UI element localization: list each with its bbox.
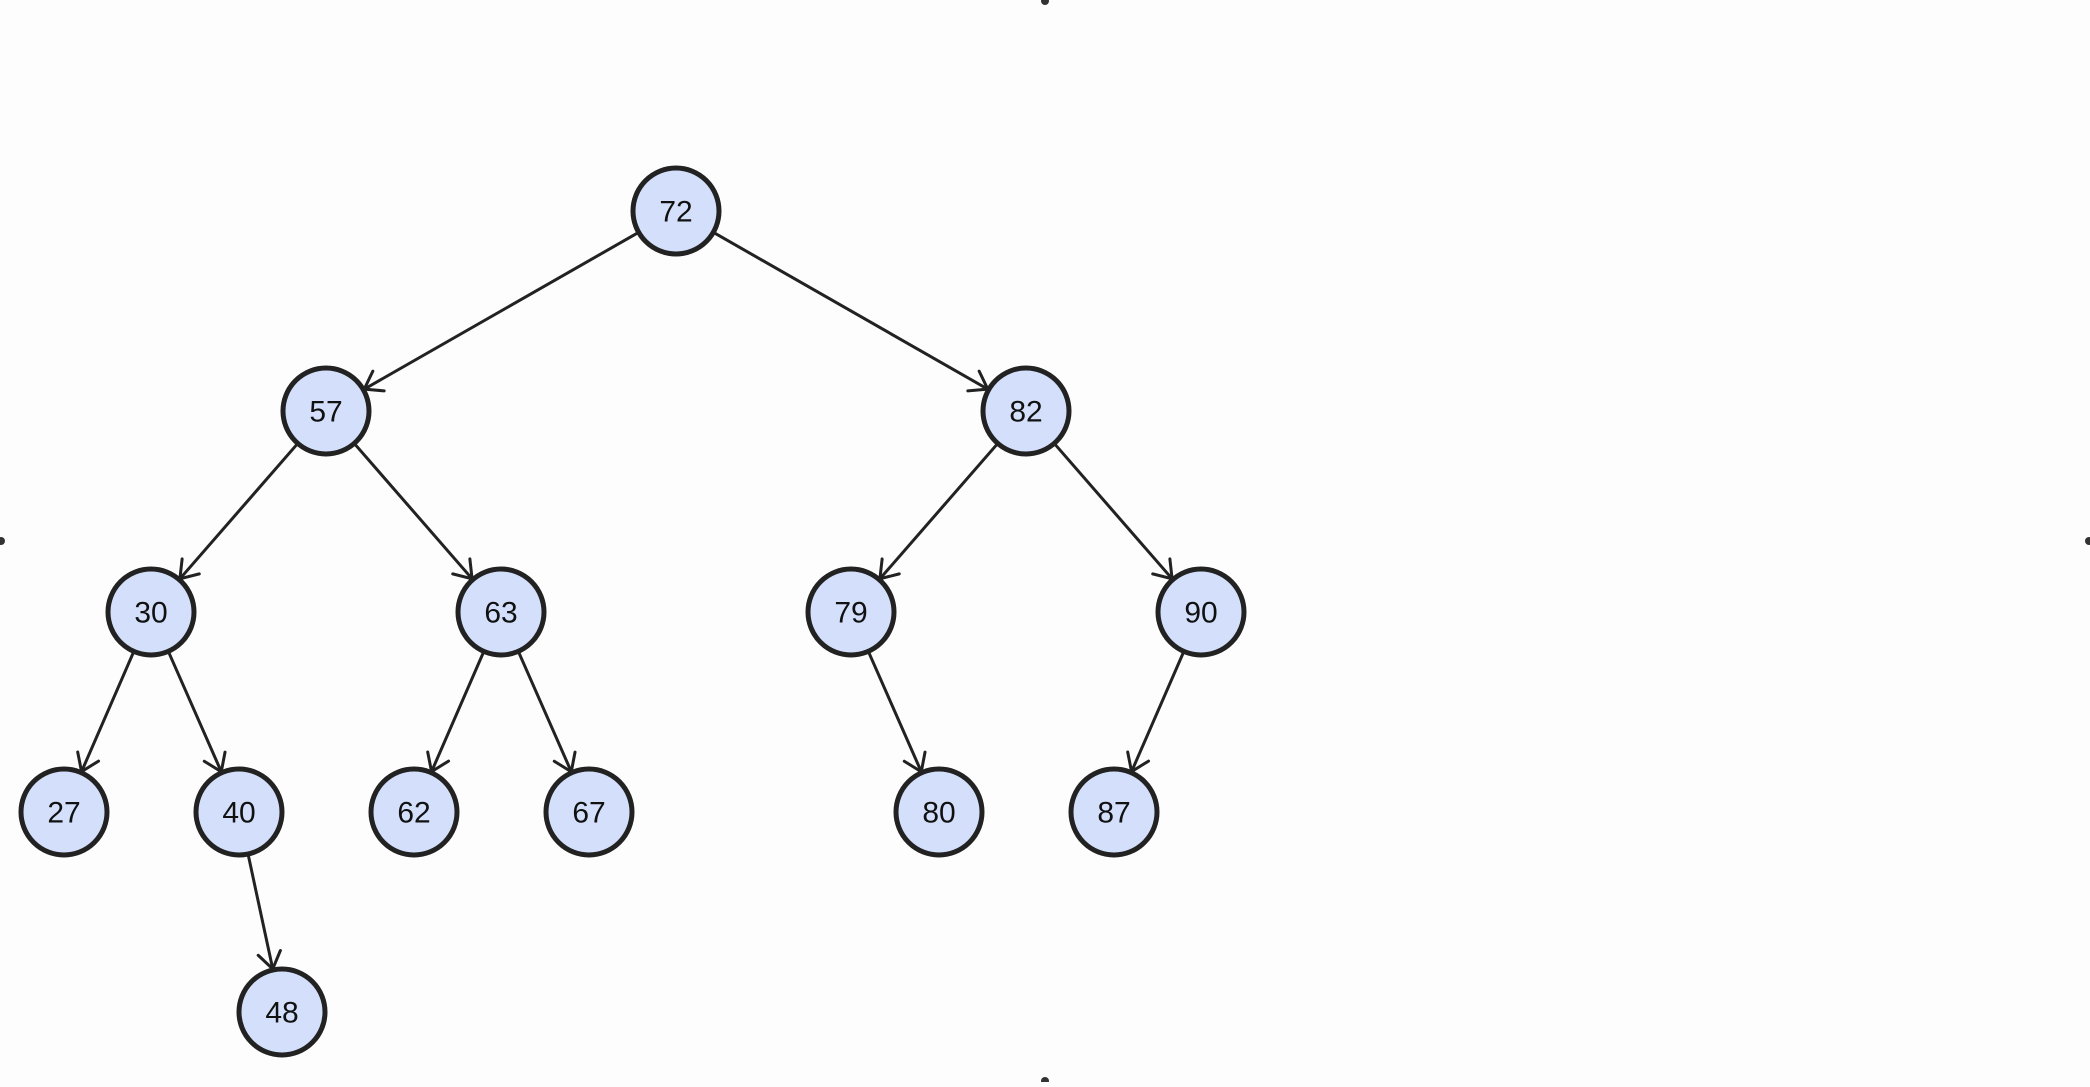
edge-line <box>246 854 275 971</box>
node-label: 90 <box>1184 597 1217 630</box>
edge-63-to-62 <box>426 651 485 774</box>
node-label: 62 <box>397 797 430 830</box>
tree-node-82[interactable]: 82 <box>980 365 1072 457</box>
edge-30-to-40 <box>167 651 227 774</box>
node-circle[interactable] <box>1068 766 1160 858</box>
tree-node-63[interactable]: 63 <box>455 566 547 658</box>
edge-57-to-63 <box>354 443 474 581</box>
edge-40-to-48 <box>246 854 282 971</box>
node-label: 48 <box>265 997 298 1030</box>
node-circle[interactable] <box>18 766 110 858</box>
edge-63-to-67 <box>517 651 577 774</box>
node-label: 67 <box>572 797 605 830</box>
node-circle[interactable] <box>805 566 897 658</box>
node-label: 80 <box>922 797 955 830</box>
edge-line <box>167 651 223 774</box>
node-label: 79 <box>834 597 867 630</box>
node-circle[interactable] <box>280 365 372 457</box>
node-label: 40 <box>222 797 255 830</box>
edge-line <box>80 651 135 774</box>
node-circle[interactable] <box>455 566 547 658</box>
node-label: 72 <box>659 196 692 229</box>
tree-node-48[interactable]: 48 <box>236 966 328 1058</box>
edge-30-to-27 <box>76 651 135 774</box>
tree-node-57[interactable]: 57 <box>280 365 372 457</box>
nodes-layer: 72 57 82 30 63 79 90 27 40 62 67 80 87 48 <box>18 165 1247 1058</box>
edge-79-to-80 <box>867 651 927 774</box>
node-label: 30 <box>134 597 167 630</box>
node-label: 57 <box>309 396 342 429</box>
tree-node-79[interactable]: 79 <box>805 566 897 658</box>
node-circle[interactable] <box>543 766 635 858</box>
tree-node-67[interactable]: 67 <box>543 766 635 858</box>
node-circle[interactable] <box>236 966 328 1058</box>
tree-node-72[interactable]: 72 <box>630 165 722 257</box>
edge-90-to-87 <box>1126 651 1185 774</box>
node-circle[interactable] <box>1155 566 1247 658</box>
node-circle[interactable] <box>980 365 1072 457</box>
node-label: 27 <box>47 797 80 830</box>
tree-node-62[interactable]: 62 <box>368 766 460 858</box>
node-circle[interactable] <box>630 165 722 257</box>
edge-line <box>178 443 298 581</box>
edge-72-to-82 <box>713 231 990 393</box>
edge-82-to-79 <box>878 443 998 581</box>
edge-line <box>430 651 485 774</box>
node-circle[interactable] <box>368 766 460 858</box>
node-circle[interactable] <box>105 566 197 658</box>
edges-layer <box>76 231 1185 971</box>
tree-node-30[interactable]: 30 <box>105 566 197 658</box>
node-label: 63 <box>484 597 517 630</box>
edge-line <box>517 651 573 774</box>
tree-node-40[interactable]: 40 <box>193 766 285 858</box>
edge-line <box>362 231 639 391</box>
node-circle[interactable] <box>193 766 285 858</box>
tree-node-80[interactable]: 80 <box>893 766 985 858</box>
node-label: 87 <box>1097 797 1130 830</box>
resize-handle[interactable] <box>1041 1077 1049 1085</box>
edge-72-to-57 <box>362 231 639 393</box>
edge-line <box>867 651 923 774</box>
edge-line <box>1054 443 1174 581</box>
edge-line <box>1130 651 1185 774</box>
edge-57-to-30 <box>178 443 298 581</box>
node-circle[interactable] <box>893 766 985 858</box>
node-label: 82 <box>1009 396 1042 429</box>
edge-line <box>713 231 990 391</box>
edge-line <box>878 443 998 581</box>
tree-node-87[interactable]: 87 <box>1068 766 1160 858</box>
tree-node-90[interactable]: 90 <box>1155 566 1247 658</box>
tree-node-27[interactable]: 27 <box>18 766 110 858</box>
edge-82-to-90 <box>1054 443 1174 581</box>
resize-handle[interactable] <box>0 537 5 545</box>
resize-handle[interactable] <box>2085 537 2090 545</box>
resize-handle[interactable] <box>1041 0 1049 5</box>
edge-line <box>354 443 474 581</box>
